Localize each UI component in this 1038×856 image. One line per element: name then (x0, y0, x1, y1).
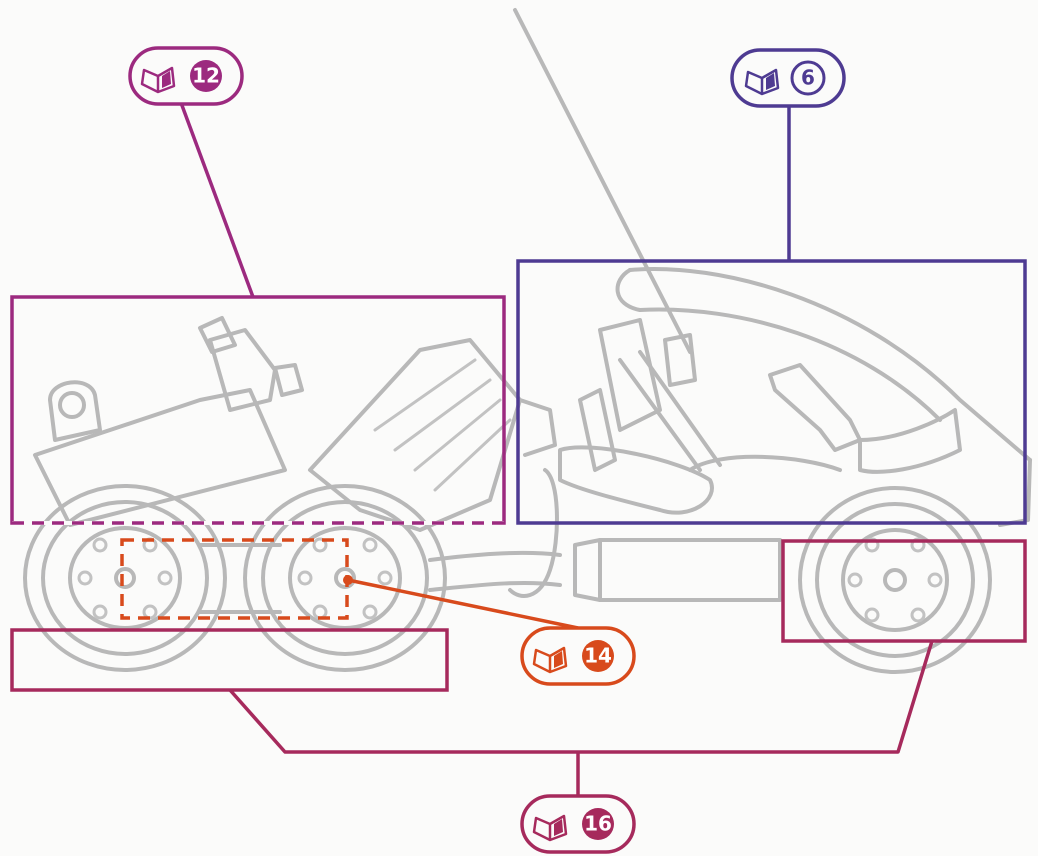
leader-line-12 (178, 99, 255, 298)
motor-top (208, 328, 277, 412)
open-book-icon (744, 68, 780, 96)
front-axle-body (198, 543, 282, 614)
open-book-icon (140, 66, 176, 94)
rear-motor (598, 538, 782, 602)
badge-12[interactable]: 12 (128, 46, 244, 106)
wheel-front-left (23, 484, 227, 672)
badge-16[interactable]: 16 (520, 794, 636, 854)
battery-end (518, 398, 557, 457)
wheel-rear (798, 486, 992, 674)
page-ref-6: 6 (801, 66, 815, 90)
motor-nub (273, 363, 304, 397)
motor-tab (198, 316, 237, 354)
callout-box-rear-frame (516, 259, 1027, 525)
middle-curve (508, 468, 559, 598)
rear-motor-cap (573, 538, 602, 602)
battery-cells (373, 358, 512, 492)
motor-mount-hole (58, 391, 86, 419)
middle-bar (428, 550, 562, 592)
rear-curved-arm (558, 445, 714, 515)
page-ref-16: 16 (584, 812, 612, 836)
page-ref-14: 14 (584, 644, 612, 668)
open-book-icon (532, 814, 568, 842)
callout-group-6: 6 (516, 48, 1027, 525)
callout-box-front-wheels (10, 628, 449, 692)
callout-group-16: 16 (10, 539, 1027, 854)
badge-14[interactable]: 14 (520, 626, 636, 686)
callout-group-12: 12 (10, 46, 506, 525)
open-book-icon (532, 646, 568, 674)
antenna-rod (513, 8, 692, 354)
leader-line-14 (347, 578, 579, 630)
motor-housing (33, 388, 287, 527)
rear-clamp (663, 333, 697, 387)
page-ref-12: 12 (192, 64, 220, 88)
rear-frame-cap (615, 268, 642, 312)
leader-bracket-16 (228, 640, 934, 754)
motor-mount (48, 380, 102, 442)
leader-dot-14 (343, 575, 353, 585)
vehicle-line-art (23, 8, 1032, 674)
rear-bracket (858, 408, 962, 474)
wheel-front-right (243, 484, 447, 672)
badge-6[interactable]: 6 (730, 48, 846, 108)
rear-arm-top (688, 454, 842, 472)
rear-shock (768, 363, 862, 452)
callout-box-rear-wheel (781, 539, 1027, 643)
rear-link-a (598, 318, 662, 432)
callout-box-front-axle (120, 538, 349, 620)
rear-frame-outer (628, 266, 1032, 462)
callout-group-14: 14 (120, 538, 636, 686)
rear-frame-inner (638, 307, 942, 422)
rear-link-c (578, 388, 617, 472)
rear-link-b (618, 350, 722, 472)
